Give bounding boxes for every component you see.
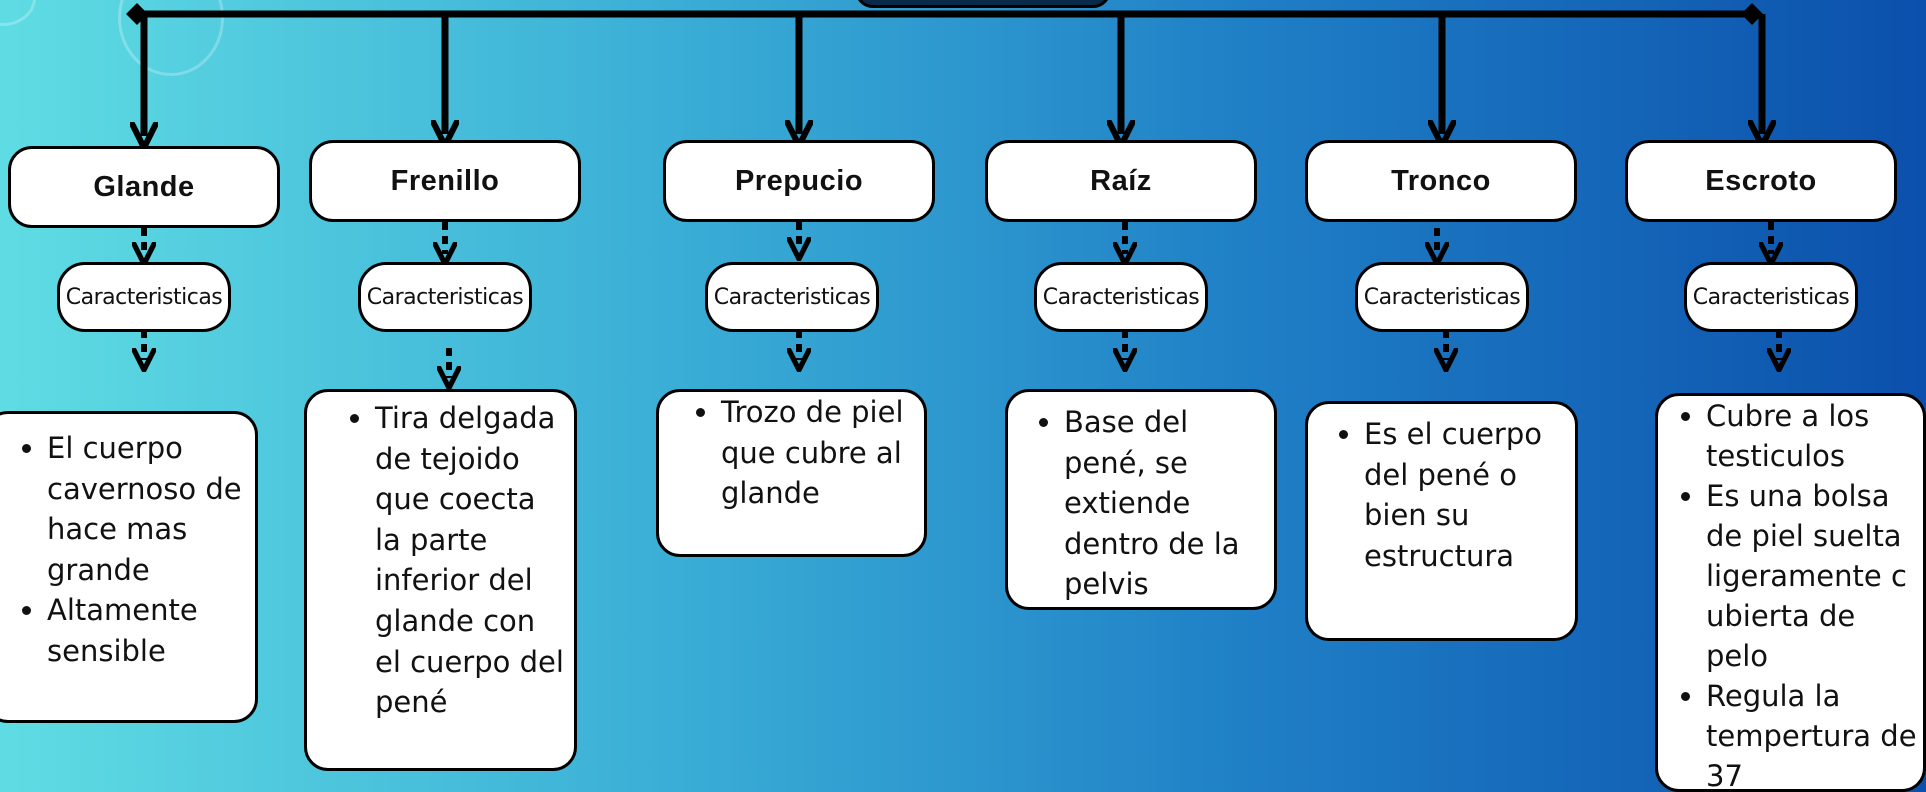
category-title: Escroto bbox=[1705, 164, 1817, 197]
category-box-escroto: Escroto bbox=[1625, 140, 1897, 222]
category-title: Glande bbox=[93, 170, 195, 203]
subheading-box: Caracteristicas bbox=[57, 262, 231, 332]
description-box-escroto: Cubre a los testiculos Es una bolsa de p… bbox=[1655, 393, 1926, 792]
subheading-label: Caracteristicas bbox=[65, 284, 223, 310]
subheading-label: Caracteristicas bbox=[1042, 284, 1200, 310]
category-box-frenillo: Frenillo bbox=[309, 140, 581, 222]
description-item: Es una bolsa de piel suelta ligeramente … bbox=[1706, 476, 1919, 676]
category-box-raiz: Raíz bbox=[985, 140, 1257, 222]
description-item: Regula la tempertura de 37 bbox=[1706, 676, 1919, 789]
subheading-box: Caracteristicas bbox=[705, 262, 879, 332]
subheading-label: Caracteristicas bbox=[713, 284, 871, 310]
description-item: Base del pené, se extiende dentro de la … bbox=[1064, 402, 1270, 605]
description-item: Altamente sensible bbox=[47, 590, 255, 671]
description-box-raiz: Base del pené, se extiende dentro de la … bbox=[1005, 389, 1277, 610]
category-title: Raíz bbox=[1090, 164, 1152, 197]
description-list: El cuerpo cavernoso de hace mas grande A… bbox=[0, 428, 255, 672]
description-list: Base del pené, se extiende dentro de la … bbox=[1008, 402, 1274, 605]
subheading-label: Caracteristicas bbox=[1692, 284, 1850, 310]
subheading-box: Caracteristicas bbox=[1684, 262, 1858, 332]
category-box-prepucio: Prepucio bbox=[663, 140, 935, 222]
description-list: Es el cuerpo del pené o bien su estructu… bbox=[1308, 414, 1575, 576]
description-item: El cuerpo cavernoso de hace mas grande bbox=[47, 428, 255, 590]
description-item: Cubre a los testiculos bbox=[1706, 396, 1919, 476]
description-item: Tira delgada de tejoido que coecta la pa… bbox=[375, 398, 568, 723]
description-box-prepucio: Trozo de piel que cubre al glande bbox=[656, 389, 927, 557]
description-box-tronco: Es el cuerpo del pené o bien su estructu… bbox=[1305, 401, 1578, 641]
subheading-box: Caracteristicas bbox=[1355, 262, 1529, 332]
category-title: Frenillo bbox=[390, 164, 500, 197]
category-box-tronco: Tronco bbox=[1305, 140, 1577, 222]
description-item: Es el cuerpo del pené o bien su estructu… bbox=[1364, 414, 1565, 576]
subheading-box: Caracteristicas bbox=[358, 262, 532, 332]
description-list: Tira delgada de tejoido que coecta la pa… bbox=[307, 398, 574, 723]
subheading-label: Caracteristicas bbox=[1363, 284, 1521, 310]
category-title: Prepucio bbox=[734, 164, 864, 197]
description-box-frenillo: Tira delgada de tejoido que coecta la pa… bbox=[304, 389, 577, 771]
description-box-glande: El cuerpo cavernoso de hace mas grande A… bbox=[0, 411, 258, 723]
description-list: Cubre a los testiculos Es una bolsa de p… bbox=[1658, 396, 1923, 789]
description-item: Trozo de piel que cubre al glande bbox=[721, 392, 916, 514]
subheading-box: Caracteristicas bbox=[1034, 262, 1208, 332]
description-list: Trozo de piel que cubre al glande bbox=[659, 392, 924, 514]
category-title: Tronco bbox=[1391, 164, 1491, 197]
subheading-label: Caracteristicas bbox=[366, 284, 524, 310]
category-box-glande: Glande bbox=[8, 146, 280, 228]
